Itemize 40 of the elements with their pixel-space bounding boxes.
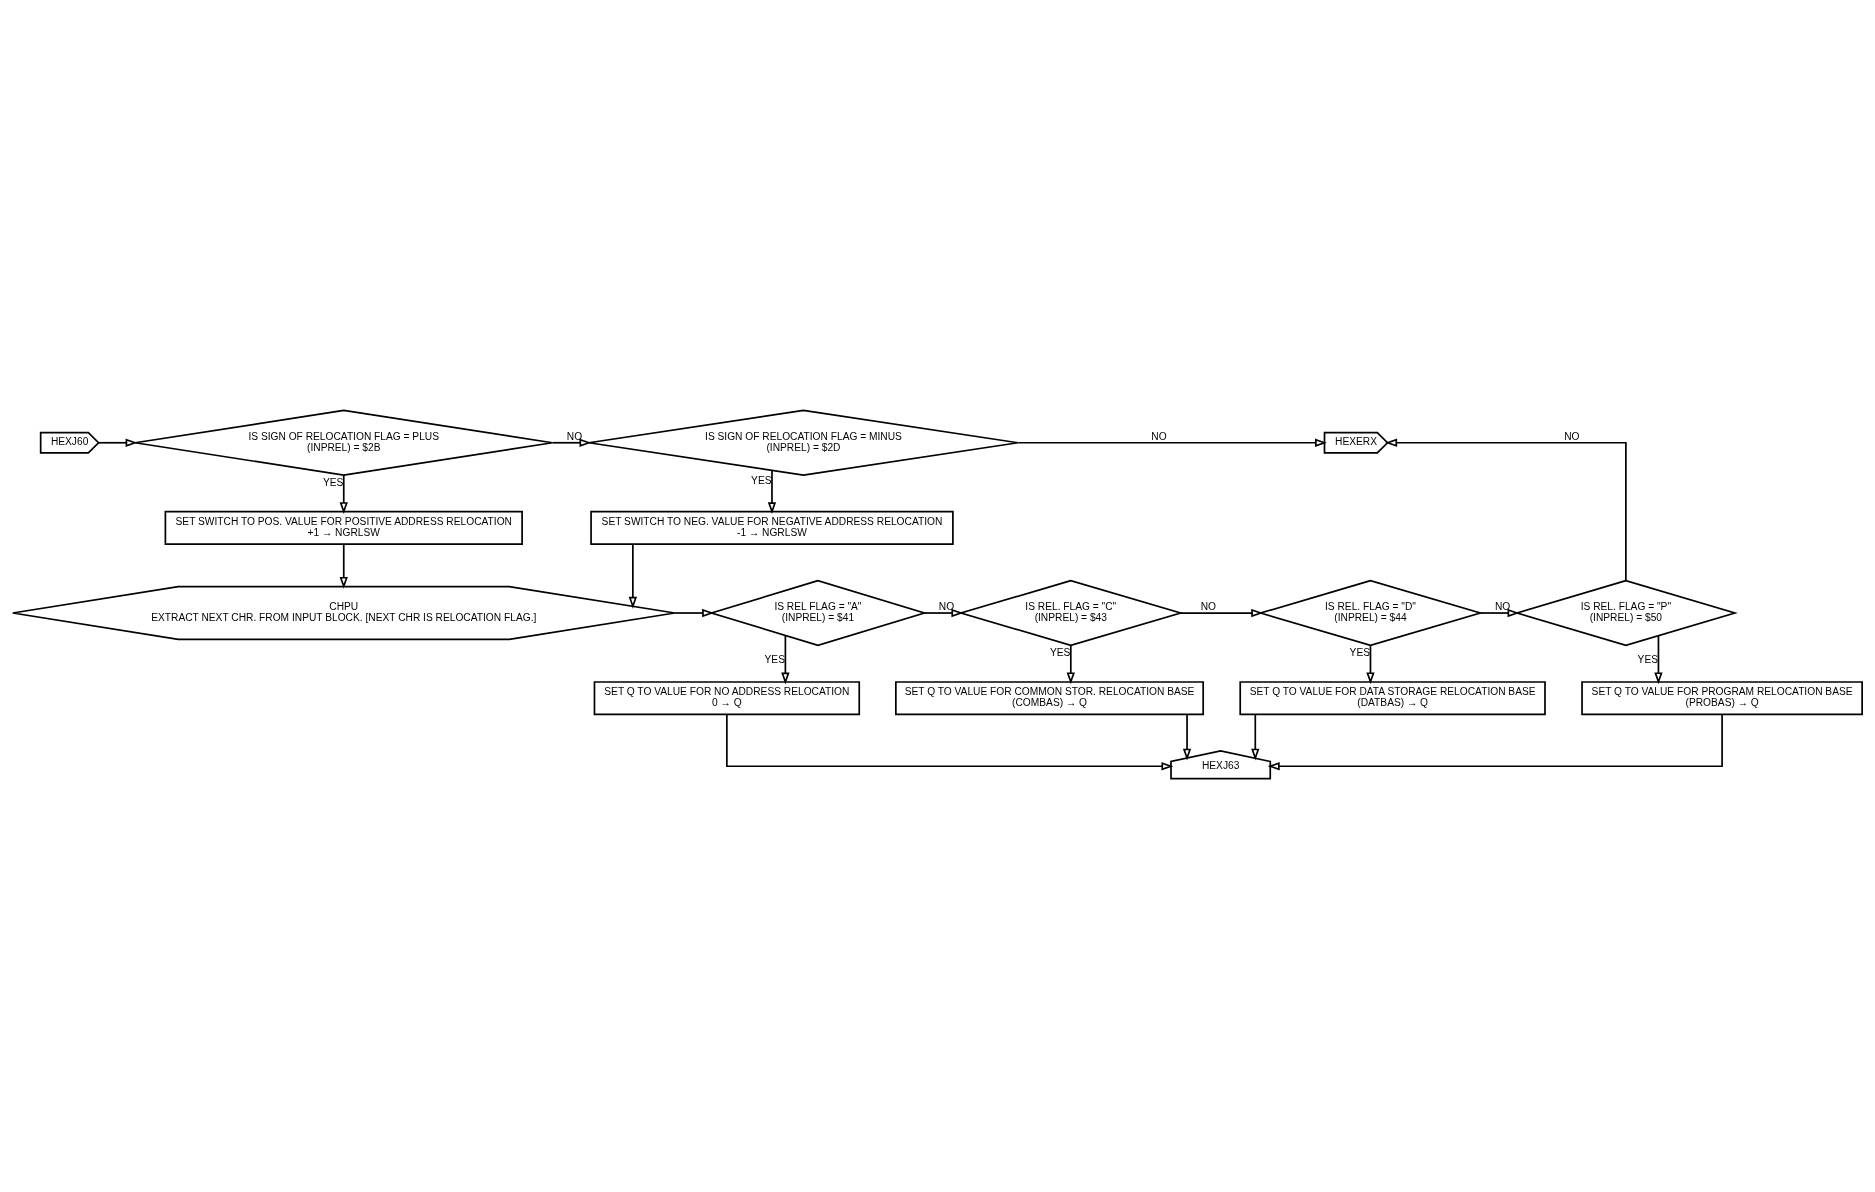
node-box: SET Q TO VALUE FOR COMMON STOR. RELOCATION BASE (COMBAS) → Q: [895, 681, 1205, 716]
arrow: [1385, 438, 1627, 582]
edge-label: YES: [764, 653, 785, 665]
node-box: SET SWITCH TO NEG. VALUE FOR NEGATIVE ADDRESS RELOCATION -1 → NGRLSW: [590, 510, 954, 545]
arrow: [339, 474, 348, 515]
edge-label: NO: [1151, 430, 1167, 442]
arrow: [1251, 713, 1260, 761]
arrow: [1366, 644, 1375, 685]
node-diamond: IS SIGN OF RELOCATION FLAG = MINUS (INPREL) = $2D: [588, 409, 1019, 476]
arrow: [1179, 608, 1264, 618]
edge-label: NO: [1564, 430, 1580, 442]
edge-label: NO: [1200, 601, 1216, 613]
arrow: [1479, 608, 1520, 618]
arrow: [923, 608, 964, 618]
arrow: [339, 543, 348, 589]
edge-label: NO: [1494, 601, 1511, 613]
arrow: [767, 469, 777, 515]
arrow: [1066, 644, 1075, 685]
edge-label: YES: [322, 477, 344, 489]
node-box: SET SWITCH TO POS. VALUE FOR POSITIVE ADDRESS RELOCATION +1 → NGRLSW: [164, 510, 523, 545]
arrow: [97, 438, 138, 447]
edge-label: NO: [566, 430, 583, 442]
arrow: [673, 608, 715, 618]
node-box: SET Q TO VALUE FOR PROGRAM RELOCATION BASE (PROBAS) → Q: [1581, 681, 1863, 716]
node-box: SET Q TO VALUE FOR NO ADDRESS RELOCATION 0 → Q: [593, 681, 861, 716]
arrow: [1267, 713, 1723, 771]
arrow: [551, 438, 592, 447]
arrow: [1017, 438, 1327, 447]
edge-label: YES: [1049, 647, 1071, 659]
arrow: [781, 634, 790, 685]
edge-label: NO: [938, 601, 955, 613]
edge-label: YES: [1349, 647, 1371, 659]
arrow: [726, 713, 1174, 771]
arrow: [628, 543, 638, 609]
arrow: [1654, 635, 1663, 685]
node-diamond: IS SIGN OF RELOCATION FLAG = PLUS (INPREL) = $2B: [134, 409, 554, 476]
arrow: [1182, 713, 1192, 761]
edge-label: YES: [1637, 653, 1659, 665]
node-box: SET Q TO VALUE FOR DATA STORAGE RELOCATION BASE (DATBAS) → Q: [1239, 681, 1546, 716]
edge-label: YES: [751, 474, 772, 486]
